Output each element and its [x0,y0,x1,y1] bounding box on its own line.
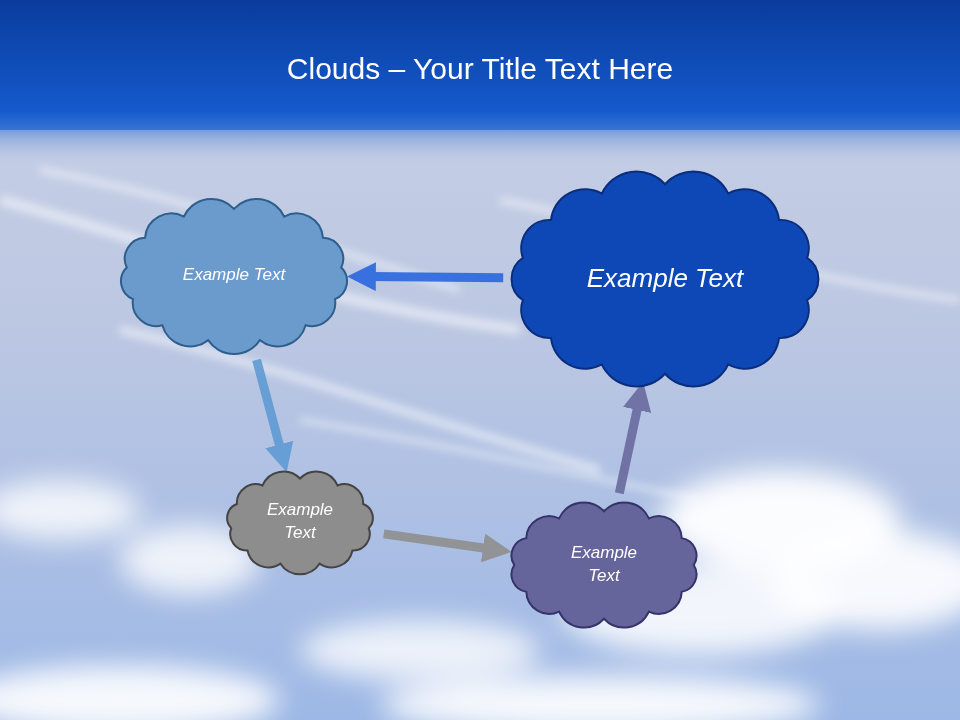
node-label: Example Text [260,499,340,545]
cloud-outline [227,472,373,575]
node-label: Example Text [564,542,644,588]
flow-arrow [257,360,281,450]
cumulus-clouds [0,470,960,720]
cloud-shape [500,497,708,633]
flow-arrow [619,404,638,493]
cloud-node: Example Text [500,497,708,633]
cloud-outline [512,172,819,387]
slide-title: Clouds – Your Title Text Here [0,52,960,86]
cloud-shape [218,466,382,578]
cloud-outline [121,199,347,354]
cloud-outline [512,502,697,627]
flow-arrow [370,277,503,278]
cirrus-streaks [0,170,960,500]
header-fade [0,128,960,168]
header-band [0,0,960,130]
node-label: Example Text [183,264,285,287]
cloud-node: Example Text [218,466,382,578]
cloud-node: Example Text [500,165,830,393]
flow-arrow [384,534,489,549]
node-label: Example Text [587,261,744,296]
cloud-node: Example Text [110,193,358,358]
